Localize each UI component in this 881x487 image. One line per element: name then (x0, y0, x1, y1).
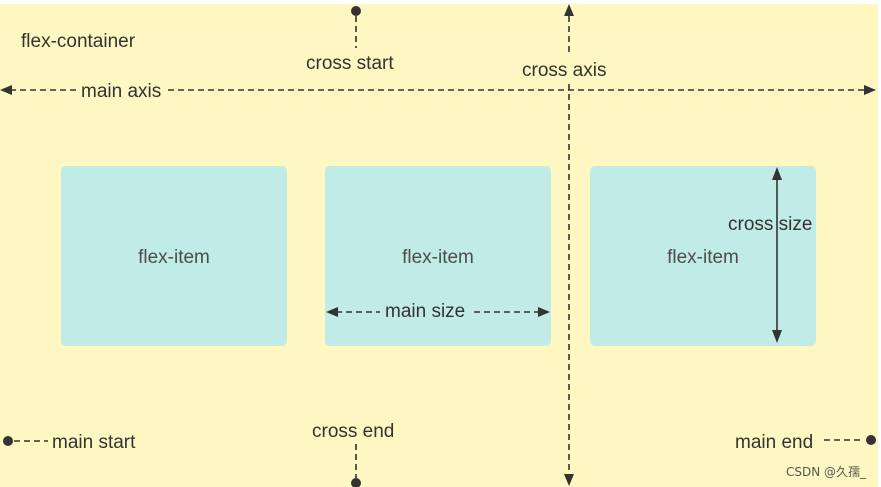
flex-item-box-3 (590, 166, 816, 346)
cross-end-marker (351, 444, 361, 487)
cross-start-marker (351, 6, 361, 48)
flex-item-box-2 (325, 166, 551, 346)
main-start-marker (3, 436, 48, 446)
cross-start-label: cross start (306, 53, 394, 74)
arrow-down-icon (772, 330, 782, 343)
main-end-marker (824, 435, 876, 445)
main-end-label: main end (735, 432, 813, 453)
dot-icon (866, 435, 876, 445)
dot-icon (351, 6, 361, 16)
flex-item-label-2: flex-item (402, 247, 474, 268)
main-axis-label: main axis (81, 81, 161, 102)
cross-axis-arrow (564, 4, 574, 486)
arrow-up-icon (564, 4, 574, 16)
cross-axis-label: cross axis (522, 60, 606, 81)
arrow-right-icon (864, 85, 876, 95)
cross-size-arrow (772, 167, 782, 343)
arrow-left-icon (0, 85, 12, 95)
flex-item-label-1: flex-item (138, 247, 210, 268)
cross-end-label: cross end (312, 421, 394, 442)
arrow-down-icon (564, 474, 574, 486)
arrow-right-icon (538, 307, 550, 317)
main-start-label: main start (52, 432, 136, 453)
flex-item-label-3: flex-item (667, 247, 739, 268)
dot-icon (3, 436, 13, 446)
main-size-label: main size (385, 301, 465, 322)
cross-size-label: cross size (728, 214, 812, 235)
flex-item-box-1 (61, 166, 287, 346)
dot-icon (351, 478, 361, 487)
main-axis-arrow (0, 85, 876, 95)
main-size-arrow (326, 307, 550, 317)
arrow-up-icon (772, 167, 782, 180)
arrow-left-icon (326, 307, 338, 317)
container-label: flex-container (21, 31, 136, 52)
watermark: CSDN @久孺_ (786, 465, 867, 479)
